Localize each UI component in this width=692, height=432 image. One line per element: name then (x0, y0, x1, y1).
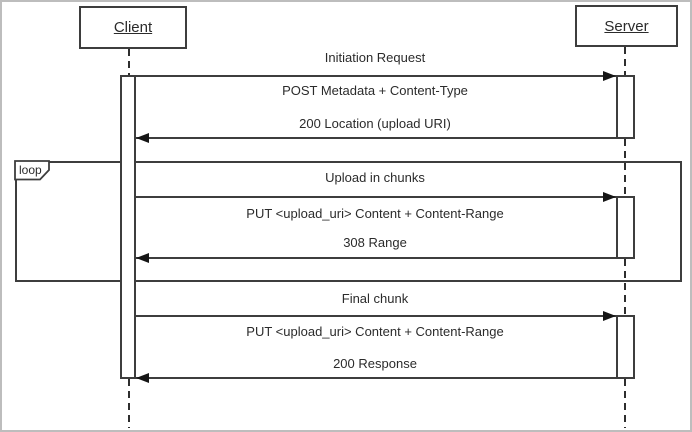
server-activation-bar (616, 75, 635, 139)
client-lifeline-segment (128, 379, 130, 428)
message-title: Initiation Request (324, 50, 426, 65)
server-activation-bar (616, 315, 635, 379)
response-label: 200 Response (333, 356, 417, 371)
arrowhead-left-icon (136, 373, 149, 383)
server-lifeline-segment (624, 259, 626, 315)
message-arrow-request (134, 75, 616, 77)
message-arrow-response (134, 257, 616, 259)
arrowhead-left-icon (136, 253, 149, 263)
request-label: PUT <upload_uri> Content + Content-Range (246, 324, 504, 339)
server-activation-bar (616, 196, 635, 259)
loop-fragment (15, 161, 682, 282)
actor-client-label: Client (113, 19, 153, 36)
arrowhead-right-icon (603, 311, 616, 321)
request-label: PUT <upload_uri> Content + Content-Range (246, 206, 504, 221)
message-title: Upload in chunks (325, 170, 425, 185)
client-activation-bar (120, 75, 136, 379)
actor-client: Client (79, 6, 187, 49)
response-label: 200 Location (upload URI) (299, 116, 451, 131)
loop-operator-label: loop (19, 163, 42, 177)
client-lifeline-segment (128, 49, 130, 76)
message-arrow-response (134, 377, 616, 379)
message-arrow-response (134, 137, 616, 139)
message-arrow-request (134, 315, 616, 317)
request-label: POST Metadata + Content-Type (282, 83, 468, 98)
server-lifeline-segment (624, 47, 626, 75)
message-arrow-request (134, 196, 616, 198)
message-title: Final chunk (341, 291, 409, 306)
server-lifeline-segment (624, 139, 626, 196)
actor-server-label: Server (604, 17, 649, 35)
arrowhead-left-icon (136, 133, 149, 143)
arrowhead-right-icon (603, 71, 616, 81)
actor-server: Server (575, 5, 678, 47)
server-lifeline-segment (624, 379, 626, 428)
arrowhead-right-icon (603, 192, 616, 202)
response-label: 308 Range (343, 235, 407, 250)
loop-operator-badge (14, 160, 50, 181)
